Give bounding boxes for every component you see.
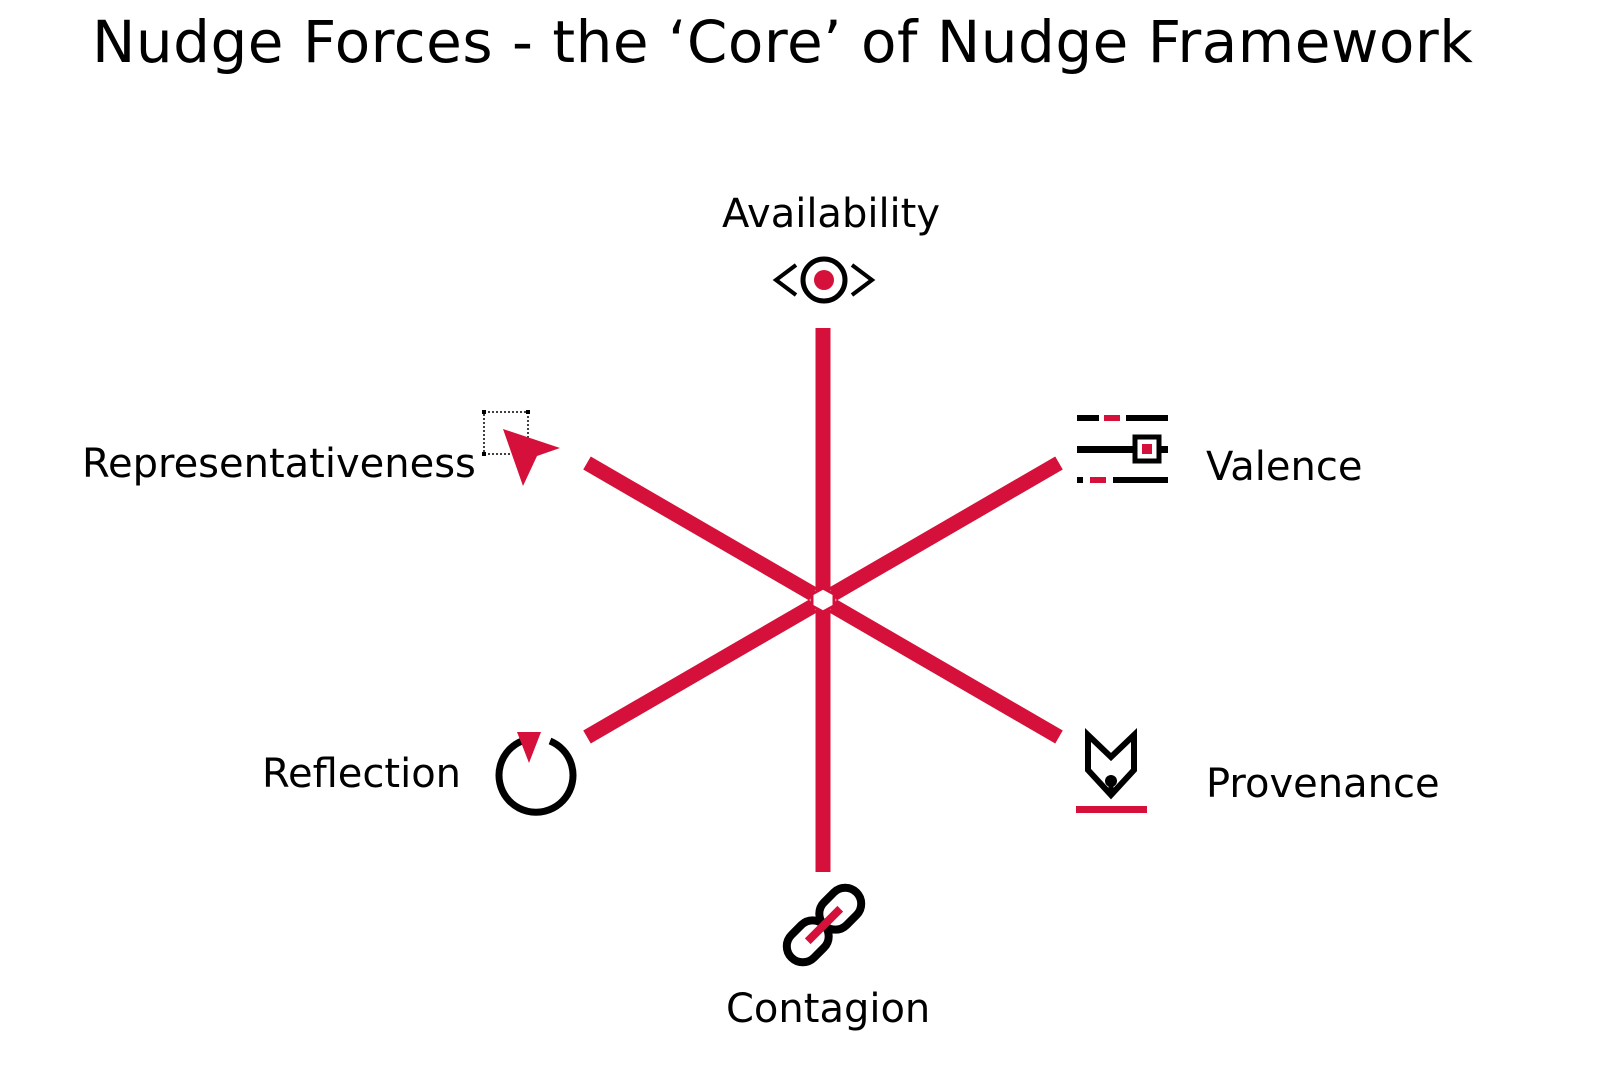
center-hub: [810, 586, 836, 614]
page-title: Nudge Forces - the ‘Core’ of Nudge Frame…: [92, 8, 1474, 76]
chain-link-icon: [782, 883, 866, 967]
spokes: [583, 328, 1063, 872]
spoke-valence: [829, 456, 1063, 601]
label-representativeness: Representativeness: [82, 441, 476, 487]
spoke-representativeness: [583, 456, 817, 601]
label-provenance: Provenance: [1206, 761, 1440, 807]
cursor-arrow-icon: [482, 410, 560, 486]
power-cycle-icon: [495, 732, 577, 816]
label-availability: Availability: [722, 191, 941, 237]
spoke-reflection: [583, 599, 817, 744]
label-reflection: Reflection: [262, 751, 462, 797]
label-contagion: Contagion: [726, 986, 931, 1032]
spoke-provenance: [829, 599, 1063, 744]
eye-target-icon: [772, 256, 876, 304]
sliders-icon: [1077, 415, 1168, 483]
label-valence: Valence: [1206, 444, 1363, 490]
pen-nib-icon: [1076, 727, 1147, 813]
